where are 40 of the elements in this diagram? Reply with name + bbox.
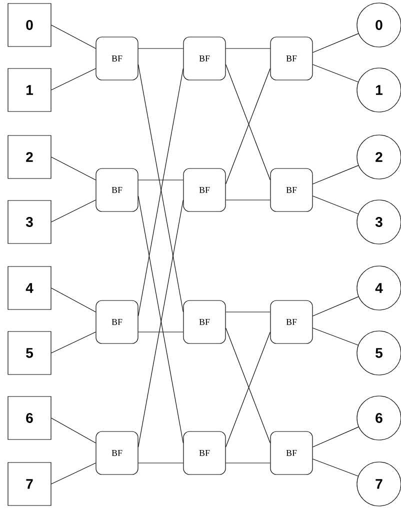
connection-line	[312, 33, 359, 53]
connection-line	[51, 462, 96, 484]
input-box: 1	[8, 68, 52, 112]
connection-line	[312, 165, 359, 184]
connection-line	[51, 288, 96, 312]
connection-line	[51, 24, 96, 49]
input-box: 4	[8, 266, 52, 310]
connection-line	[138, 462, 184, 464]
connection-line	[312, 328, 358, 346]
connection-line	[138, 48, 184, 49]
butterfly-box: BF	[270, 36, 313, 80]
input-box: 0	[8, 3, 52, 47]
connection-line	[312, 64, 358, 82]
input-box: 6	[8, 396, 52, 440]
connection-line	[51, 200, 96, 222]
butterfly-box: BF	[96, 431, 138, 475]
connection-line	[312, 458, 358, 476]
butterfly-box: BF	[96, 300, 138, 344]
input-box: 2	[8, 135, 52, 179]
connection-line	[226, 48, 270, 49]
input-box: 3	[8, 200, 52, 244]
butterfly-box: BF	[96, 168, 138, 212]
butterfly-box: BF	[270, 300, 313, 344]
connection-line	[226, 462, 270, 464]
connection-line	[312, 196, 359, 214]
connection-line	[312, 296, 359, 316]
connection-line	[51, 156, 96, 180]
connection-line	[51, 418, 96, 444]
connection-line	[51, 332, 96, 354]
butterfly-box: BF	[270, 168, 313, 212]
butterfly-box: BF	[183, 300, 226, 344]
input-box: 7	[8, 462, 52, 506]
connection-line	[312, 426, 359, 448]
connection-line	[51, 68, 96, 90]
butterfly-box: BF	[183, 168, 226, 212]
butterfly-box: BF	[183, 431, 226, 475]
butterfly-box: BF	[96, 36, 138, 80]
input-box: 5	[8, 331, 52, 375]
butterfly-box: BF	[183, 36, 226, 80]
butterfly-box: BF	[270, 431, 313, 475]
